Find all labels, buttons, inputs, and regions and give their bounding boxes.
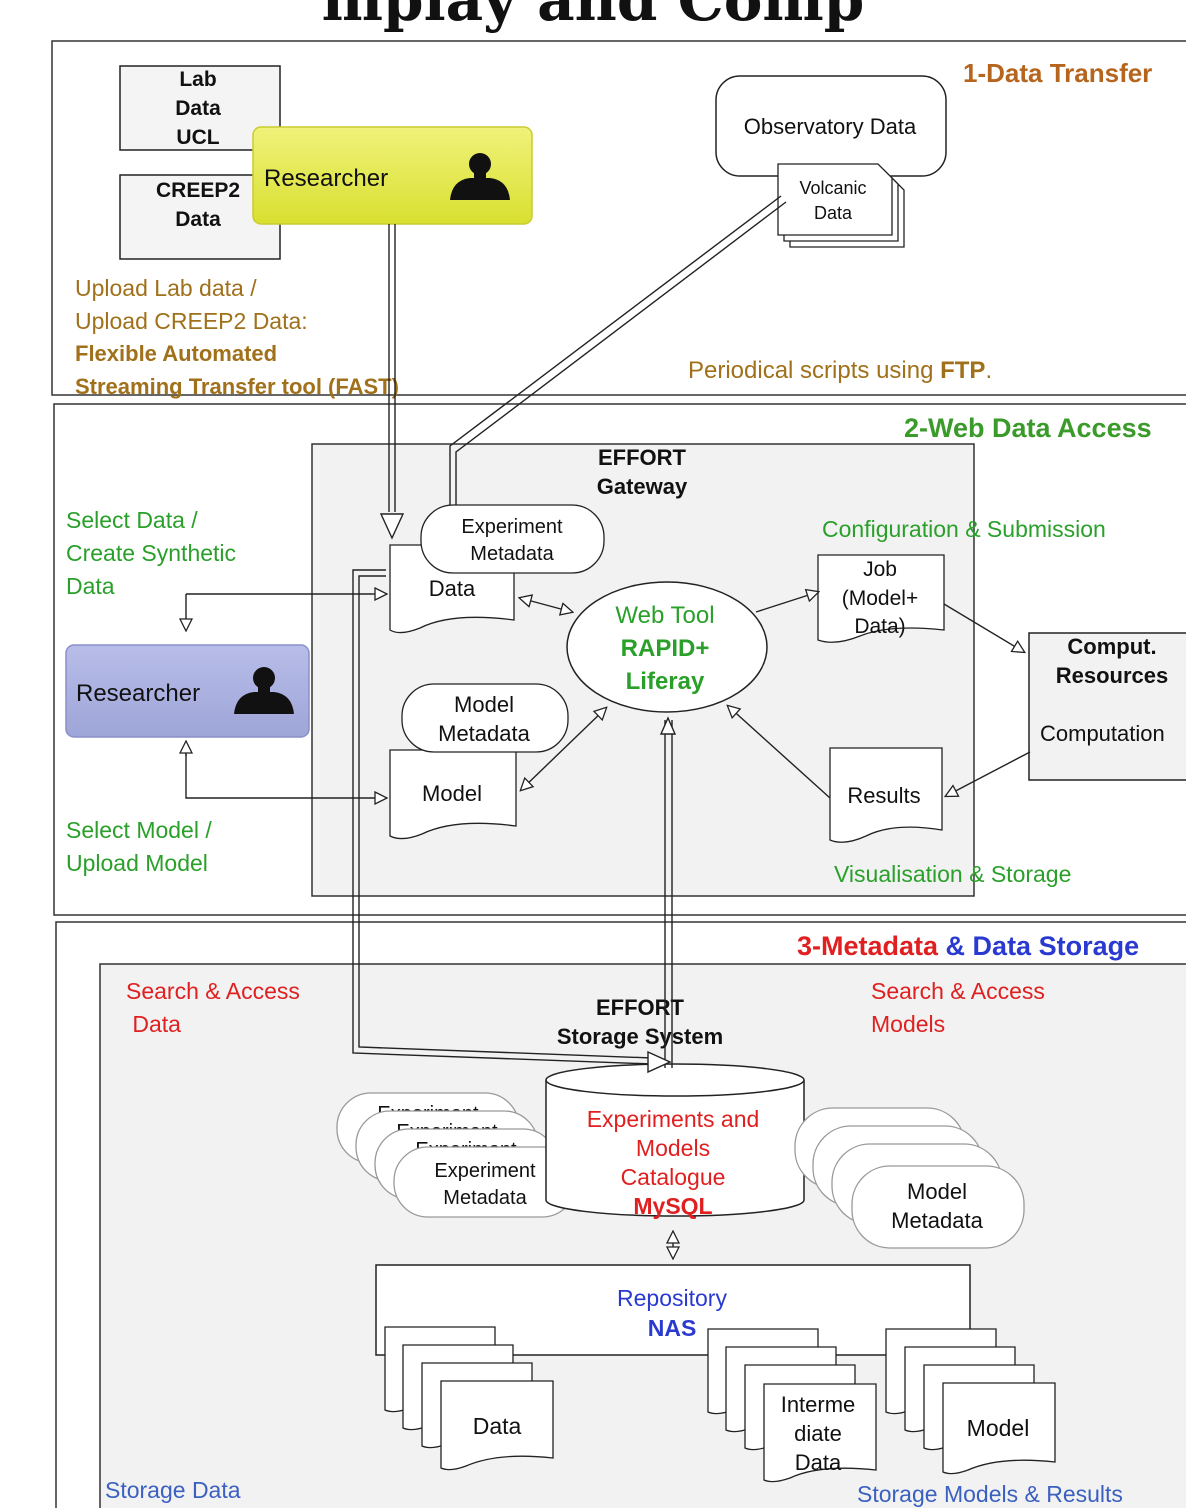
volcanic-data-stack [777,163,905,248]
arrow-head-down [379,513,405,540]
catalogue-line-3: Catalogue [621,1164,726,1190]
intermediate-data-line-2: diate [794,1421,842,1446]
search-models-line-1: Search & Access [871,978,1045,1004]
experiment-metadata-line-1: Experiment [461,516,563,538]
section-storage-title: 3-Metadata & Data Storage [797,931,1139,961]
job-line-3: Data) [854,615,905,638]
intermediate-data-line-1: Interme [781,1392,856,1417]
connector-data-storage-inner [358,575,653,1059]
select-model-line-1: Select Model / [66,817,212,843]
connector-results-webtool [728,706,831,799]
intermediate-data-stack [707,1328,877,1483]
search-data-line-2: Data [126,1011,181,1037]
connector-data-storage-outer [352,569,653,1065]
connectors [185,195,1031,1258]
observatory-data-label: Observatory Data [744,114,917,139]
page-title-fragment: mplay and Comp [322,0,865,34]
web-tool-ellipse[interactable] [566,581,768,713]
repository-data-stack [384,1326,554,1471]
repository-data-label: Data [473,1413,522,1439]
connector-webtool-job [755,592,818,613]
web-tool-line-1: Web Tool [615,602,714,629]
model-metadata-line-2: Metadata [438,721,530,746]
model-document [389,749,517,840]
data-document-label: Data [429,576,476,601]
configuration-submission-text: Configuration & Submission [822,516,1106,542]
periodical-scripts-text: Periodical scripts using FTP. [688,357,992,384]
gateway-title-line-1: EFFORT [598,445,687,470]
section-data-transfer-title: 1-Data Transfer [963,58,1152,88]
repository-label: Repository [617,1285,727,1311]
fast-text-line-1: Flexible Automated [75,341,277,366]
storage-data-label: Storage Data [105,1477,241,1503]
researcher-web-box [65,644,310,738]
storage-system-line-1: EFFORT [596,995,685,1020]
computation-label: Computation [1040,721,1165,746]
connector-volcanic-inner [455,201,787,505]
connector-model-webtool [521,708,606,790]
intermediate-data-line-3: Data [795,1450,842,1475]
repository-model-stack [885,1328,1056,1475]
researcher-web-label: Researcher [76,680,200,707]
catalogue-database [545,1063,805,1217]
connector-compute-results [946,751,1031,796]
web-tool-line-2: RAPID+ [621,635,710,662]
experiment-metadata-stack: Experiment Experiment Experiment [336,1092,577,1218]
upload-text-line-2: Upload CREEP2 Data: [75,308,308,334]
creep2-data-line-2: Data [175,208,221,231]
connector-data-webtool [520,598,572,612]
results-document [829,747,943,843]
compute-resources-line-2: Resources [1056,663,1169,688]
storage-model-metadata-line-2: Metadata [891,1208,983,1233]
experiment-metadata-bubble [420,504,605,574]
volcanic-data-line-1: Volcanic [799,178,866,198]
select-data-line-3: Data [66,573,115,599]
results-label: Results [847,783,920,808]
search-data-line-1: Search & Access [126,978,300,1004]
catalogue-line-1: Experiments and [587,1106,760,1132]
model-metadata-stack [794,1107,1025,1249]
model-document-label: Model [422,781,482,806]
nas-label: NAS [648,1315,697,1341]
lab-data-line-1: Lab [179,68,216,91]
upload-text-line-1: Upload Lab data / [75,275,257,301]
volcanic-data-line-2: Data [814,203,853,223]
web-tool-line-3: Liferay [626,668,705,695]
creep2-data-line-1: CREEP2 [156,179,240,202]
storage-model-metadata-line-1: Model [907,1179,967,1204]
job-document [817,554,945,643]
storage-system-line-2: Storage System [557,1024,723,1049]
job-line-1: Job [863,558,897,581]
gateway-title-line-2: Gateway [597,474,688,499]
section-web-access-title: 2-Web Data Access [904,413,1152,443]
mysql-label: MySQL [633,1193,712,1219]
connector-researcher-model [185,754,386,798]
researcher-upload-label: Researcher [264,165,388,192]
search-models-line-2: Models [871,1011,945,1037]
connector-volcanic-outer [449,195,782,505]
compute-resources-box [1028,632,1186,781]
job-line-2: (Model+ [842,587,918,610]
select-data-line-2: Create Synthetic [66,540,236,566]
catalogue-line-2: Models [636,1135,710,1161]
lab-data-line-2: Data [175,97,221,120]
connector-job-compute [943,603,1024,652]
exp-metadata-line-1: Experiment [434,1160,536,1182]
visualisation-storage-text: Visualisation & Storage [834,861,1071,887]
arrow-head-right [647,1050,672,1074]
arrow-head-up [659,716,677,735]
model-metadata-line-1: Model [454,692,514,717]
select-model-line-2: Upload Model [66,850,208,876]
fast-text-line-2: Streaming Transfer tool (FAST) [75,374,399,399]
storage-models-results-label: Storage Models & Results [857,1481,1123,1507]
select-data-line-1: Select Data / [66,507,198,533]
exp-metadata-line-2: Metadata [443,1187,527,1209]
lab-data-line-3: UCL [176,126,219,149]
experiment-metadata-line-2: Metadata [470,543,554,565]
repository-model-label: Model [967,1415,1030,1441]
compute-resources-line-1: Comput. [1067,634,1156,659]
